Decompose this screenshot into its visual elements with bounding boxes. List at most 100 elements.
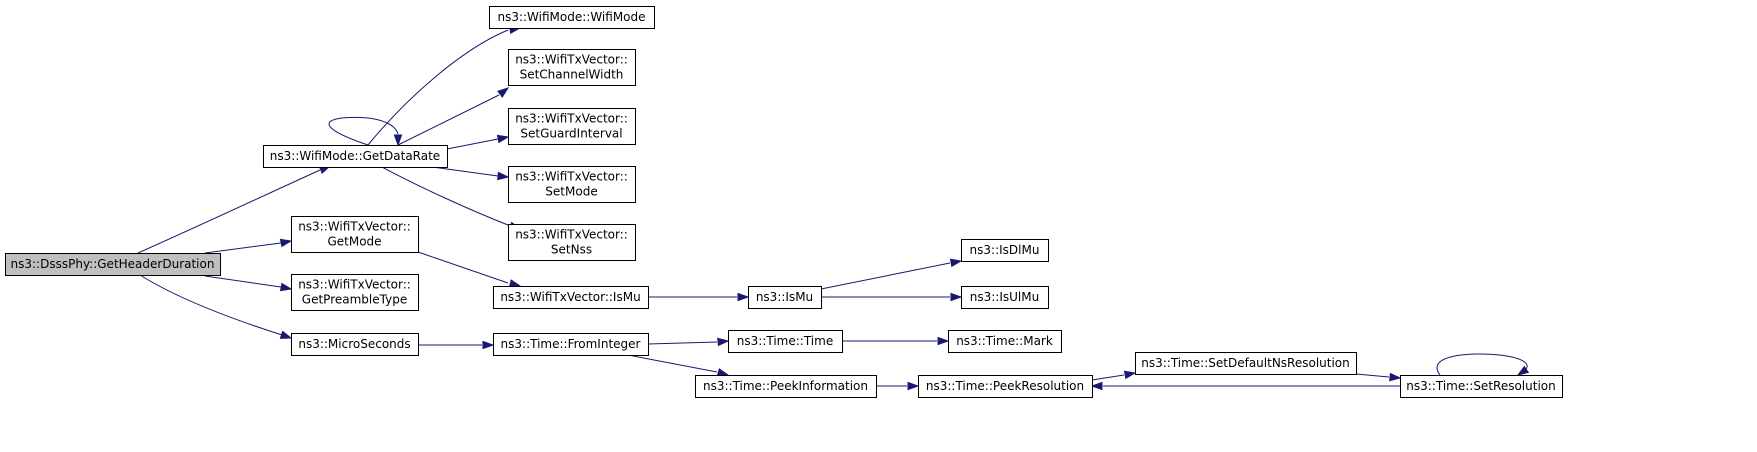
node-setnss[interactable]: ns3::WifiTxVector::SetNss	[508, 224, 636, 261]
edge-getheaderduration-to-microseconds	[139, 274, 293, 339]
node-label: ns3::Time::PeekInformation	[703, 379, 868, 393]
node-getpreambletype[interactable]: ns3::WifiTxVector::GetPreambleType	[291, 274, 419, 311]
node-box[interactable]	[291, 274, 419, 311]
edge-getdatarate-to-setchannelwidth	[397, 87, 510, 146]
edge-arrowhead	[950, 292, 963, 302]
node-label: SetGuardInterval	[520, 127, 622, 141]
edge-line	[397, 94, 500, 146]
edge-line	[367, 29, 509, 146]
node-getheaderduration[interactable]: ns3::DsssPhy::GetHeaderDuration	[5, 253, 221, 276]
node-setchannelwidth[interactable]: ns3::WifiTxVector::SetChannelWidth	[508, 49, 636, 86]
node-label: ns3::WifiTxVector::IsMu	[500, 290, 640, 304]
node-box[interactable]	[508, 108, 636, 145]
edge-line	[1355, 373, 1390, 378]
node-peekinformation[interactable]: ns3::Time::PeekInformation	[695, 375, 877, 398]
edge-arrowhead	[393, 134, 403, 147]
node-microseconds[interactable]: ns3::MicroSeconds	[291, 333, 419, 356]
node-label: SetChannelWidth	[520, 68, 624, 82]
node-timemark[interactable]: ns3::Time::Mark	[948, 330, 1062, 353]
edge-timetime-to-timemark	[842, 336, 950, 346]
edge-getheaderduration-to-getpreambletype	[204, 275, 293, 292]
node-isulmu[interactable]: ns3::IsUlMu	[961, 286, 1049, 309]
edge-arrowhead	[279, 330, 293, 339]
edge-line	[137, 169, 321, 254]
edges-layer	[137, 25, 1530, 391]
node-label: ns3::IsMu	[756, 290, 813, 304]
node-box[interactable]	[961, 239, 1049, 262]
edge-line	[647, 341, 718, 345]
edge-arrowhead	[937, 336, 950, 346]
node-box[interactable]	[1135, 352, 1357, 375]
node-box[interactable]	[728, 330, 843, 353]
node-setresolution[interactable]: ns3::Time::SetResolution	[1400, 375, 1563, 398]
edge-peekinformation-to-peekresolution	[876, 381, 920, 391]
edge-line	[417, 251, 509, 284]
edge-arrowhead	[1389, 372, 1402, 382]
edge-line	[204, 242, 282, 254]
edge-line	[328, 116, 399, 146]
node-box[interactable]	[493, 286, 649, 309]
edge-arrowhead	[717, 337, 730, 347]
edge-getdatarate-to-wifimode	[367, 25, 522, 146]
nodes-layer: ns3::DsssPhy::GetHeaderDurationns3::Wifi…	[5, 6, 1563, 398]
edge-microseconds-to-frominteger	[418, 340, 495, 350]
edge-arrowhead	[279, 238, 293, 248]
node-box[interactable]	[918, 375, 1093, 398]
node-getmode[interactable]: ns3::WifiTxVector::GetMode	[291, 216, 419, 253]
edge-arrowhead	[949, 258, 963, 268]
edge-getmode-to-txismu	[417, 251, 522, 288]
node-label: ns3::WifiMode::GetDataRate	[270, 149, 440, 163]
node-label: ns3::Time::Mark	[956, 334, 1053, 348]
node-setmode[interactable]: ns3::WifiTxVector::SetMode	[508, 166, 636, 203]
edge-setdefaultnsresolution-to-setresolution	[1355, 372, 1402, 382]
node-setdefaultnsresolution[interactable]: ns3::Time::SetDefaultNsResolution	[1135, 352, 1357, 375]
node-label: ns3::WifiMode::WifiMode	[497, 10, 645, 24]
edge-line	[446, 138, 499, 150]
node-box[interactable]	[489, 6, 655, 29]
node-box[interactable]	[263, 145, 448, 168]
node-box[interactable]	[508, 166, 636, 203]
node-ismu[interactable]: ns3::IsMu	[748, 286, 822, 309]
node-box[interactable]	[1400, 375, 1563, 398]
node-box[interactable]	[508, 49, 636, 86]
node-label: ns3::WifiTxVector::	[515, 170, 628, 184]
node-label: SetNss	[551, 243, 592, 257]
node-box[interactable]	[508, 224, 636, 261]
node-timetime[interactable]: ns3::Time::Time	[728, 330, 843, 353]
edge-getdatarate-to-getdatarate	[328, 116, 403, 147]
node-txismu[interactable]: ns3::WifiTxVector::IsMu	[493, 286, 649, 309]
node-frominteger[interactable]: ns3::Time::FromInteger	[493, 333, 649, 356]
edge-line	[139, 274, 283, 336]
node-getdatarate[interactable]: ns3::WifiMode::GetDataRate	[263, 145, 448, 168]
node-label: ns3::Time::FromInteger	[501, 337, 641, 351]
node-label: ns3::WifiTxVector::	[298, 278, 411, 292]
node-label: ns3::Time::Time	[737, 334, 833, 348]
node-box[interactable]	[961, 286, 1049, 309]
node-box[interactable]	[948, 330, 1062, 353]
node-label: ns3::MicroSeconds	[298, 337, 410, 351]
edge-ismu-to-isdlmu	[820, 258, 963, 290]
edge-getheaderduration-to-getmode	[204, 238, 293, 254]
node-box[interactable]	[5, 253, 221, 276]
edge-setresolution-to-peekresolution	[1090, 381, 1400, 391]
node-box[interactable]	[291, 333, 419, 356]
node-label: ns3::Time::SetDefaultNsResolution	[1141, 356, 1350, 370]
node-label: ns3::DsssPhy::GetHeaderDuration	[11, 257, 215, 271]
node-box[interactable]	[493, 333, 649, 356]
node-label: ns3::Time::PeekResolution	[926, 379, 1084, 393]
node-label: ns3::WifiTxVector::	[298, 220, 411, 234]
node-wifimode[interactable]: ns3::WifiMode::WifiMode	[489, 6, 655, 29]
edge-peekresolution-to-setdefaultnsresolution	[1091, 370, 1137, 381]
node-peekresolution[interactable]: ns3::Time::PeekResolution	[918, 375, 1093, 398]
edge-line	[820, 262, 951, 290]
node-setguardinterval[interactable]: ns3::WifiTxVector::SetGuardInterval	[508, 108, 636, 145]
node-box[interactable]	[291, 216, 419, 253]
edge-arrowhead	[716, 368, 730, 377]
node-box[interactable]	[695, 375, 877, 398]
node-isdlmu[interactable]: ns3::IsDlMu	[961, 239, 1049, 262]
edge-arrowhead	[279, 282, 293, 292]
node-box[interactable]	[748, 286, 822, 309]
edge-arrowhead	[496, 134, 510, 144]
edge-arrowhead	[482, 340, 495, 350]
